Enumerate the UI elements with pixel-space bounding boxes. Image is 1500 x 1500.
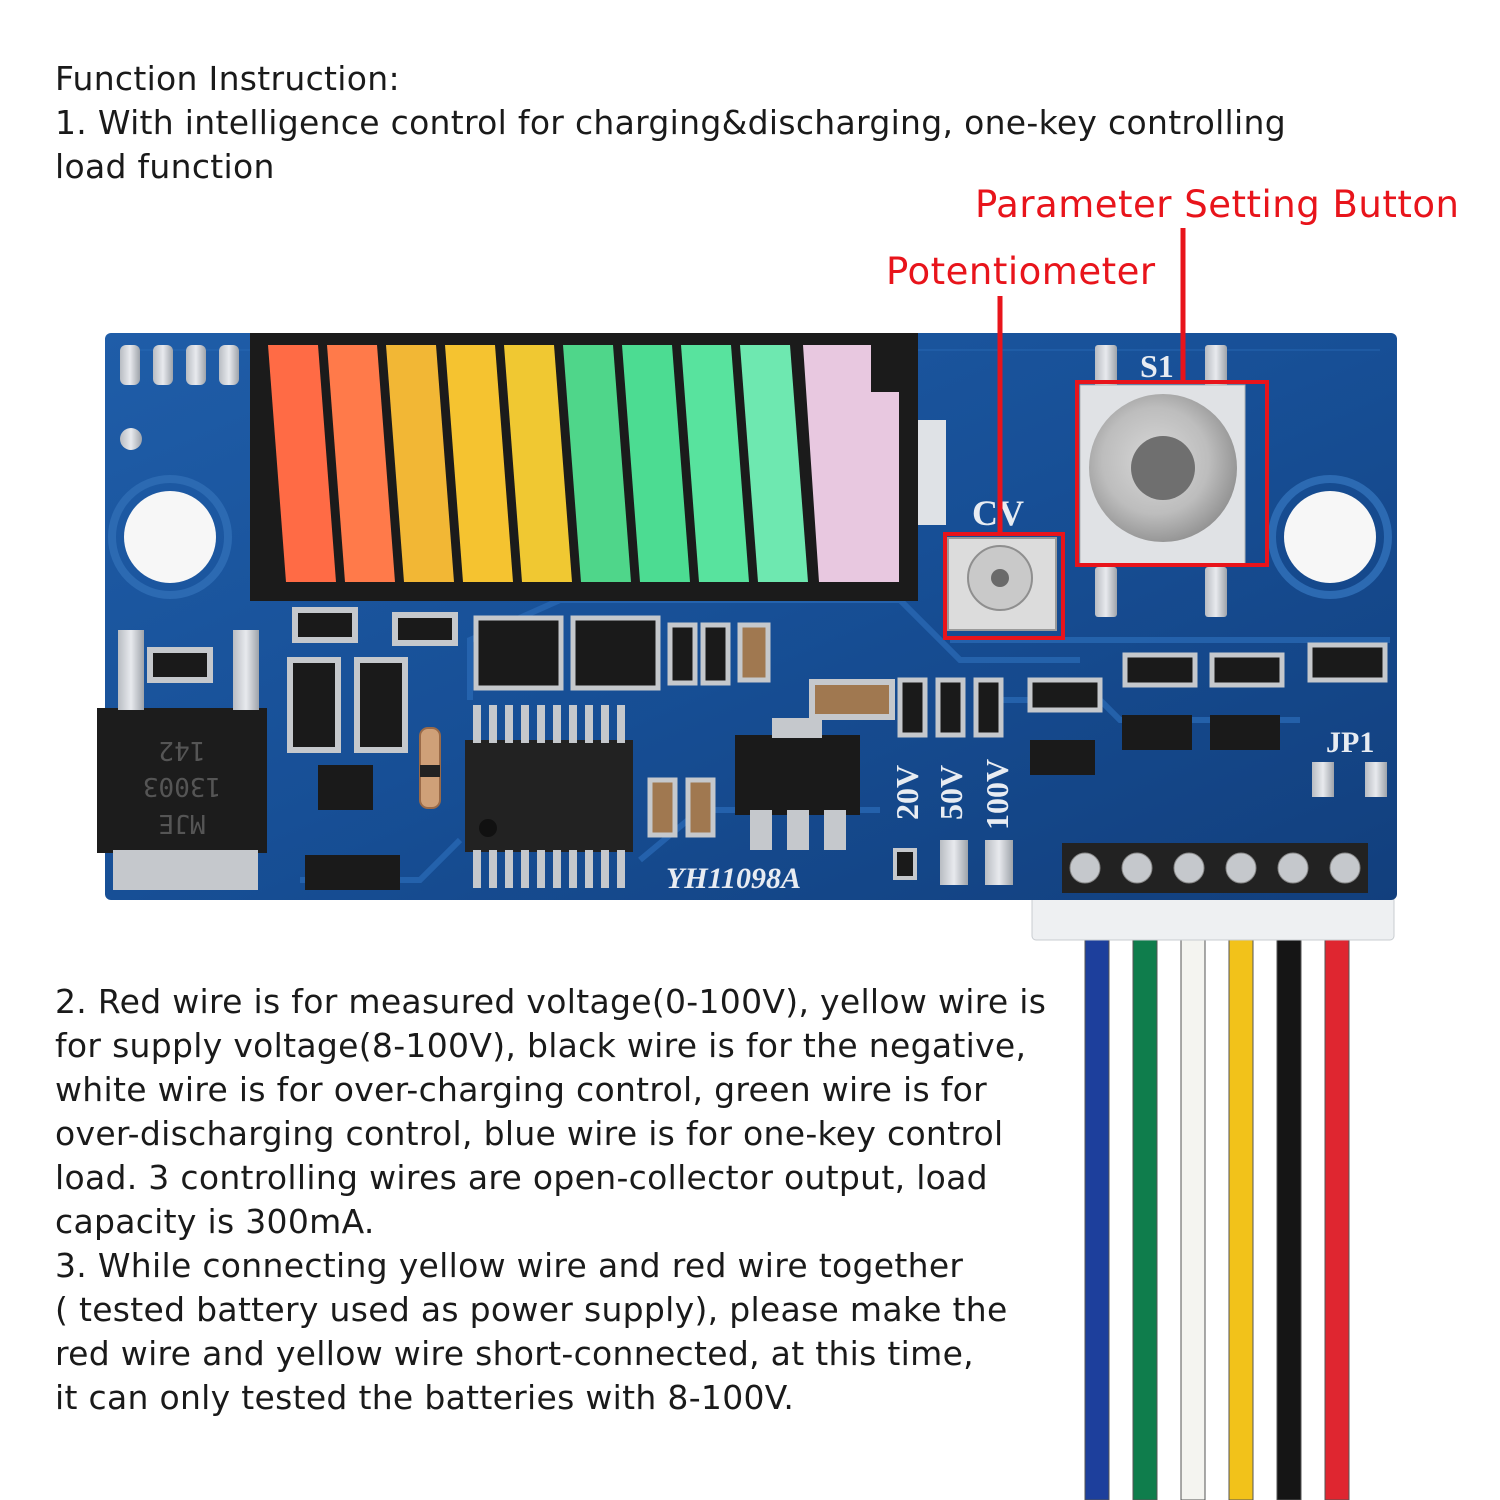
- range-label-50v: 50V: [933, 765, 969, 820]
- battery-bar-segment: [681, 345, 749, 582]
- details-line: over-discharging control, blue wire is f…: [55, 1114, 1004, 1153]
- header-pin: [1121, 852, 1153, 884]
- details-line: ( tested battery used as power supply), …: [55, 1290, 1008, 1329]
- range-label-20v: 20V: [889, 765, 925, 820]
- mount-hole-left: [108, 475, 232, 599]
- intro-text: Function Instruction: 1. With intelligen…: [55, 57, 1355, 189]
- callout-potentiometer: Potentiometer: [886, 250, 1156, 293]
- button-pins: [1095, 345, 1227, 617]
- transistor-line-3: 142: [159, 735, 206, 765]
- intro-heading: Function Instruction:: [55, 59, 400, 98]
- details-line: 2. Red wire is for measured voltage(0-10…: [55, 982, 1047, 1021]
- battery-bar-segment: [386, 345, 454, 582]
- details-line: capacity is 300mA.: [55, 1202, 375, 1241]
- battery-bar-segment: [563, 345, 631, 582]
- transistor-mje13003: [97, 708, 267, 853]
- details-line: white wire is for over-charging control,…: [55, 1070, 988, 1109]
- details-line: 3. While connecting yellow wire and red …: [55, 1246, 964, 1285]
- silk-jumper: JP1: [1326, 726, 1374, 759]
- wire: [1180, 929, 1206, 1500]
- details-line: load. 3 controlling wires are open-colle…: [55, 1158, 988, 1197]
- header-pin: [1329, 852, 1361, 884]
- voltage-regulator: [735, 735, 860, 815]
- battery-bar-segment: [445, 345, 513, 582]
- battery-bar-segment: [327, 345, 395, 582]
- pot-highlight-box: [943, 532, 1065, 640]
- wire: [1324, 929, 1350, 1500]
- transistor-line-1: MJE: [159, 808, 206, 838]
- battery-bar-segment: [740, 345, 808, 582]
- wire: [1084, 929, 1110, 1500]
- button-highlight-box: [1075, 380, 1269, 567]
- wire: [1132, 929, 1158, 1500]
- details-line: for supply voltage(8-100V), black wire i…: [55, 1026, 1027, 1065]
- transistor-line-2: 13003: [143, 771, 221, 801]
- header-pin: [1173, 852, 1205, 884]
- battery-bars: [268, 345, 899, 582]
- callout-parameter-setting-button: Parameter Setting Button: [975, 183, 1460, 226]
- header-pin: [1277, 852, 1309, 884]
- battery-bar-segment: [268, 345, 336, 582]
- mount-hole-right: [1268, 475, 1392, 599]
- battery-bar-segment: [622, 345, 690, 582]
- smd-components: [147, 607, 1388, 880]
- wire: [1228, 929, 1254, 1500]
- board-model-silk: YH11098A: [666, 862, 801, 895]
- battery-bar-segment: [803, 345, 899, 582]
- battery-bar-segment: [504, 345, 572, 582]
- details-line: red wire and yellow wire short-connected…: [55, 1334, 974, 1373]
- intro-line-1: 1. With intelligence control for chargin…: [55, 103, 1286, 142]
- wire: [1276, 929, 1302, 1500]
- range-label-100v: 100V: [979, 759, 1015, 830]
- details-text: 2. Red wire is for measured voltage(0-10…: [55, 980, 1075, 1420]
- wires: [1084, 929, 1350, 1500]
- header-pin: [1069, 852, 1101, 884]
- header-pin: [1225, 852, 1257, 884]
- silk-button: S1: [1140, 348, 1174, 384]
- intro-line-2: load function: [55, 147, 275, 186]
- details-line: it can only tested the batteries with 8-…: [55, 1378, 795, 1417]
